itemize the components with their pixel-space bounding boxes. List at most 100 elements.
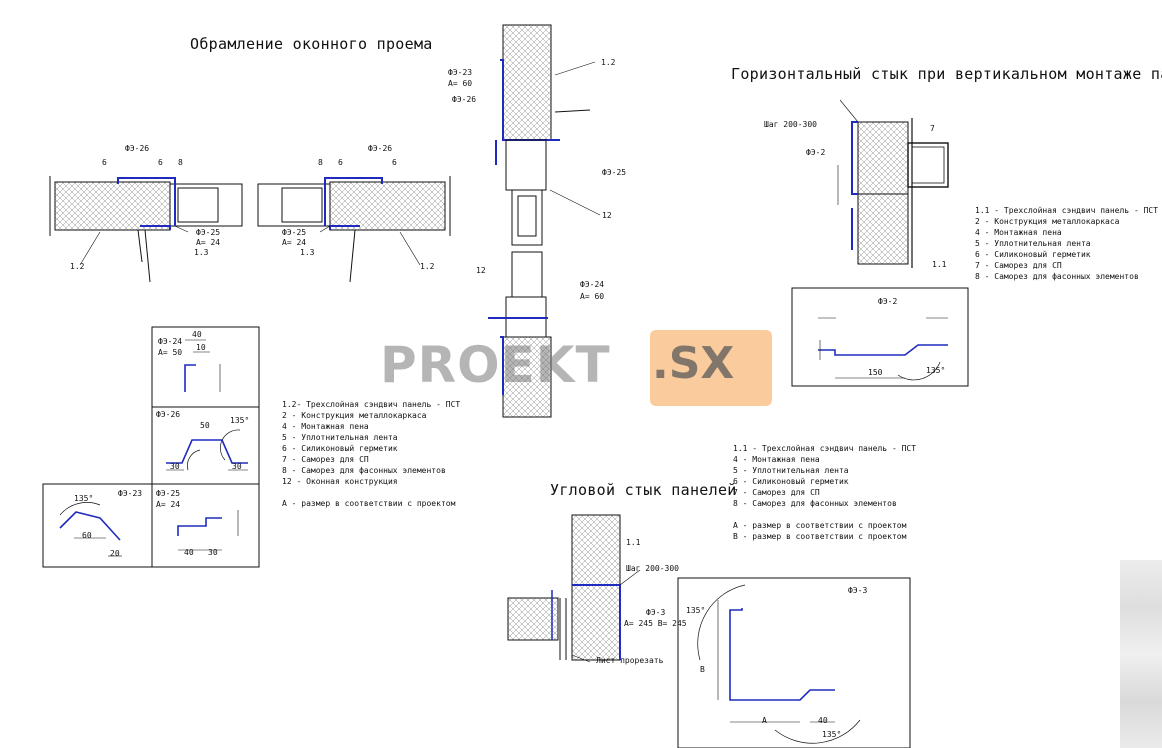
label-a60-top: А= 60: [448, 79, 473, 88]
label-A-fe3: А: [762, 716, 767, 725]
legend-item: 5 - Уплотнительная лента: [282, 433, 398, 442]
label-fe3-section: ФЭ-3: [646, 608, 666, 617]
legend-item: 4 - Монтажная пена: [975, 228, 1062, 237]
label-d40-fe3: 40: [818, 716, 828, 725]
legend-window-frame: 1.2- Трехслойная сэндвич панель - ПСТ 2 …: [282, 399, 460, 509]
legend-item: 1.1 - Трехслойная сэндвич панель - ПСТ: [733, 444, 917, 453]
label-B-fe3: В: [700, 665, 705, 674]
label-a245: А= 245 В= 245: [624, 619, 687, 628]
label-angle-fe26: 135°: [230, 416, 250, 425]
legend-item: 8 - Саморез для фасонных элементов: [733, 499, 897, 508]
legend-item: 4 - Монтажная пена: [733, 455, 820, 464]
label-d60-fe23: 60: [82, 531, 92, 540]
legend-item: 12 - Оконная конструкция: [282, 477, 398, 486]
label-num-8a: 8: [178, 158, 183, 167]
legend-item: А - размер в соответствии с проектом: [733, 521, 907, 530]
legend-item: 1.2- Трехслойная сэндвич панель - ПСТ: [282, 400, 461, 409]
title-horizontal-joint: Горизонтальный стык при вертикальном мон…: [731, 65, 1162, 83]
legend-item: [733, 509, 916, 520]
label-num-6a: 6: [102, 158, 107, 167]
label-a50: А= 50: [158, 348, 183, 357]
legend-item: 7 - Саморез для СП: [282, 455, 369, 464]
window-frame-section: [49, 176, 451, 283]
legend-item: 6 - Силиконовый герметик: [282, 444, 398, 453]
label-d20-fe23: 20: [110, 549, 120, 558]
title-window-frame: Обрамление оконного проема: [190, 35, 433, 53]
horizontal-joint-section: [837, 99, 949, 268]
legend-item: 7 - Саморез для СП: [733, 488, 820, 497]
label-num-6d: 6: [392, 158, 397, 167]
label-fe24-center: ФЭ-24: [580, 280, 605, 289]
label-fe26-left: ФЭ-26: [125, 144, 150, 153]
label-fe25-detail: ФЭ-25: [156, 489, 181, 498]
label-d30a-fe26: 30: [170, 462, 180, 471]
label-angle-fe3-bottom: 135°: [822, 730, 842, 739]
blurred-corner-region: [1120, 560, 1162, 748]
label-num-8b: 8: [318, 158, 323, 167]
label-num-6c: 6: [338, 158, 343, 167]
label-num-7-horizontal: 7: [930, 124, 935, 133]
legend-item: 4 - Монтажная пена: [282, 422, 369, 431]
label-fe26-detail: ФЭ-26: [156, 410, 181, 419]
dimension-lines: [74, 317, 948, 723]
legend-item: 5 - Уплотнительная лента: [975, 239, 1091, 248]
label-d10-fe24: 10: [196, 343, 206, 352]
label-a24-left: А= 24: [196, 238, 221, 247]
label-fe2-detail: ФЭ-2: [878, 297, 898, 306]
label-a24-detail: А= 24: [156, 500, 181, 509]
watermark-right-text: .SX: [652, 338, 735, 389]
title-corner-joint: Угловой стык панелей: [550, 481, 737, 499]
label-12-bottom: 12: [476, 266, 486, 275]
label-1-1-corner: 1.1: [626, 538, 641, 547]
legend-item: [282, 487, 460, 498]
legend-item: 2 - Конструкция металлокаркаса: [975, 217, 1120, 226]
angle-arcs: [59, 361, 941, 744]
label-1-2-left: 1.2: [70, 262, 85, 271]
label-angle-fe3-top: 135°: [686, 606, 706, 615]
label-angle-fe23: 135°: [74, 494, 94, 503]
legend-horizontal-joint: 1.1 - Трехслойная сэндвич панель - ПСТ 2…: [975, 205, 1158, 282]
label-1-2-right: 1.2: [420, 262, 435, 271]
legend-corner-joint: 1.1 - Трехслойная сэндвич панель - ПСТ 4…: [733, 443, 916, 542]
label-angle-fe2: 135°: [926, 366, 946, 375]
legend-item: 7 - Саморез для СП: [975, 261, 1062, 270]
label-12-top: 12: [602, 211, 612, 220]
legend-item: 5 - Уплотнительная лента: [733, 466, 849, 475]
vertical-window-section: [488, 24, 601, 418]
label-fe26-center: ФЭ-26: [452, 95, 477, 104]
label-fe2-section: ФЭ-2: [806, 148, 826, 157]
label-step-corner: Шаг 200-300: [626, 564, 679, 573]
label-fe3-detail: ФЭ-3: [848, 586, 868, 595]
watermark-logo: PROEKT .SX: [380, 330, 772, 406]
label-d40-fe24: 40: [192, 330, 202, 339]
legend-item: 8 - Саморез для фасонных элементов: [975, 272, 1139, 281]
label-d50-fe26: 50: [200, 421, 210, 430]
legend-item: 2 - Конструкция металлокаркаса: [282, 411, 427, 420]
legend-item: 6 - Силиконовый герметик: [975, 250, 1091, 259]
label-cut-sheet: Лист прорезать: [596, 656, 664, 665]
corner-joint-section: [507, 514, 641, 663]
label-step-horizontal: Шаг 200-300: [764, 120, 817, 129]
label-1-3-left: 1.3: [194, 248, 209, 257]
legend-item: А - размер в соответствии с проектом: [282, 499, 456, 508]
legend-item: В - размер в соответствии с проектом: [733, 532, 907, 541]
label-d30-fe25: 30: [208, 548, 218, 557]
detail-boxes: [42, 287, 969, 748]
legend-item: 1.1 - Трехслойная сэндвич панель - ПСТ: [975, 206, 1159, 215]
label-1-1-horizontal: 1.1: [932, 260, 947, 269]
label-d30b-fe26: 30: [232, 462, 242, 471]
label-fe23-detail: ФЭ-23: [118, 489, 143, 498]
legend-item: 6 - Силиконовый герметик: [733, 477, 849, 486]
label-d150: 150: [868, 368, 883, 377]
label-1-2-center: 1.2: [601, 58, 616, 67]
label-a24-right: А= 24: [282, 238, 307, 247]
watermark-left-text: PROEKT: [380, 336, 611, 394]
watermark-badge: [650, 330, 772, 406]
label-fe25-left: ФЭ-25: [196, 228, 221, 237]
label-fe23: ФЭ-23: [448, 68, 473, 77]
label-fe25-center: ФЭ-25: [602, 168, 627, 177]
label-fe25-right: ФЭ-25: [282, 228, 307, 237]
label-num-6b: 6: [158, 158, 163, 167]
label-a60-bottom: А= 60: [580, 292, 605, 301]
